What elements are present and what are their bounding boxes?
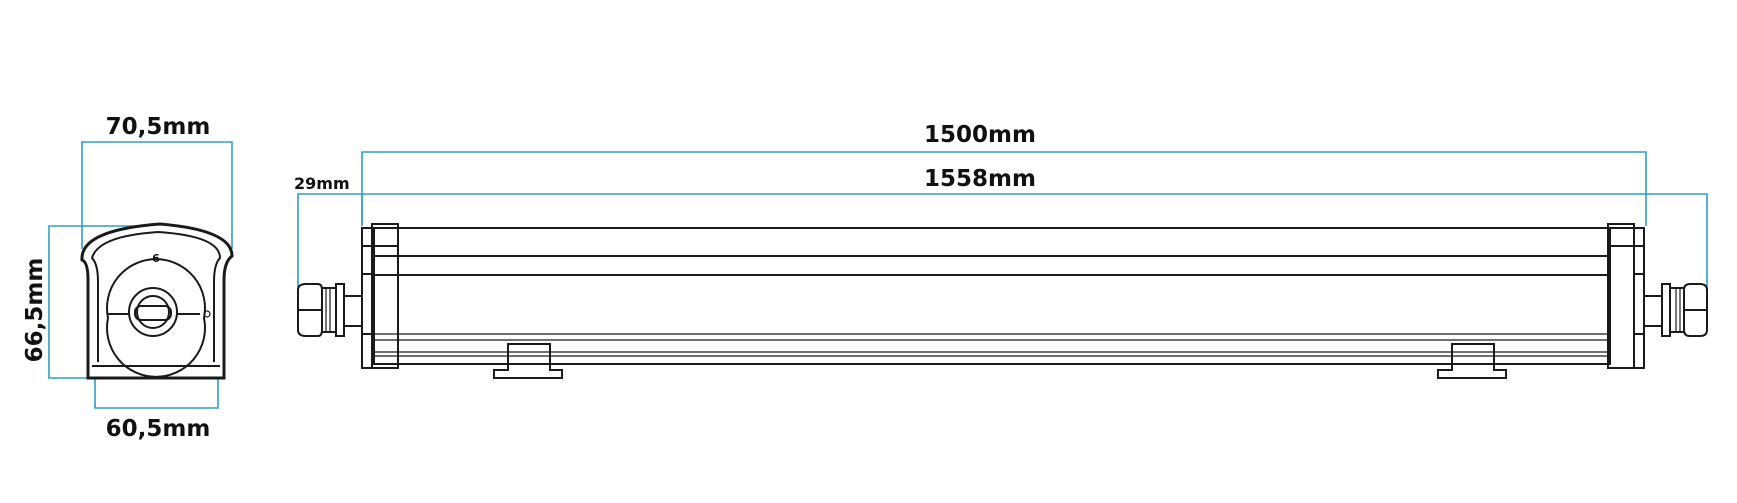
end-housing-outer	[80, 222, 234, 380]
dim-total-length-line	[297, 193, 1708, 296]
dim-gland-label: 29mm	[294, 174, 350, 193]
dim-inner-length-label: 1500mm	[924, 122, 1036, 148]
dim-inner-length-line	[361, 151, 1647, 226]
cable-gland-nut	[134, 305, 172, 321]
end-cap-disc	[106, 258, 206, 378]
dim-height-label: 66,5mm	[22, 258, 48, 363]
side-view: 1500mm 1558mm 29mm	[294, 122, 1708, 379]
tube-body	[373, 227, 1611, 365]
dim-width-top-label: 70,5mm	[106, 114, 211, 140]
left-end-cap-outer	[371, 223, 399, 369]
dim-width-top-line	[81, 141, 233, 249]
right-end-cap	[1607, 227, 1645, 369]
right-end-cap-outer	[1607, 223, 1635, 369]
dim-total-length-label: 1558mm	[924, 166, 1036, 192]
dim-width-bottom-label: 60,5mm	[106, 416, 211, 442]
left-mounting-clip	[493, 343, 563, 379]
cable-gland-inner	[136, 295, 170, 329]
cable-gland-outer	[128, 287, 178, 337]
right-cable-gland	[1643, 283, 1708, 337]
right-mounting-clip	[1437, 343, 1507, 379]
dim-width-bottom-line	[94, 378, 219, 409]
end-cap-marking: 6	[152, 252, 160, 265]
end-view: 70,5mm 66,5mm 60,5mm 6	[22, 114, 234, 442]
dim-height-line	[48, 225, 220, 379]
left-cable-gland	[297, 283, 363, 337]
end-cap-screw-icon	[203, 310, 211, 318]
end-housing-inner	[90, 230, 222, 362]
left-end-cap	[361, 227, 399, 369]
